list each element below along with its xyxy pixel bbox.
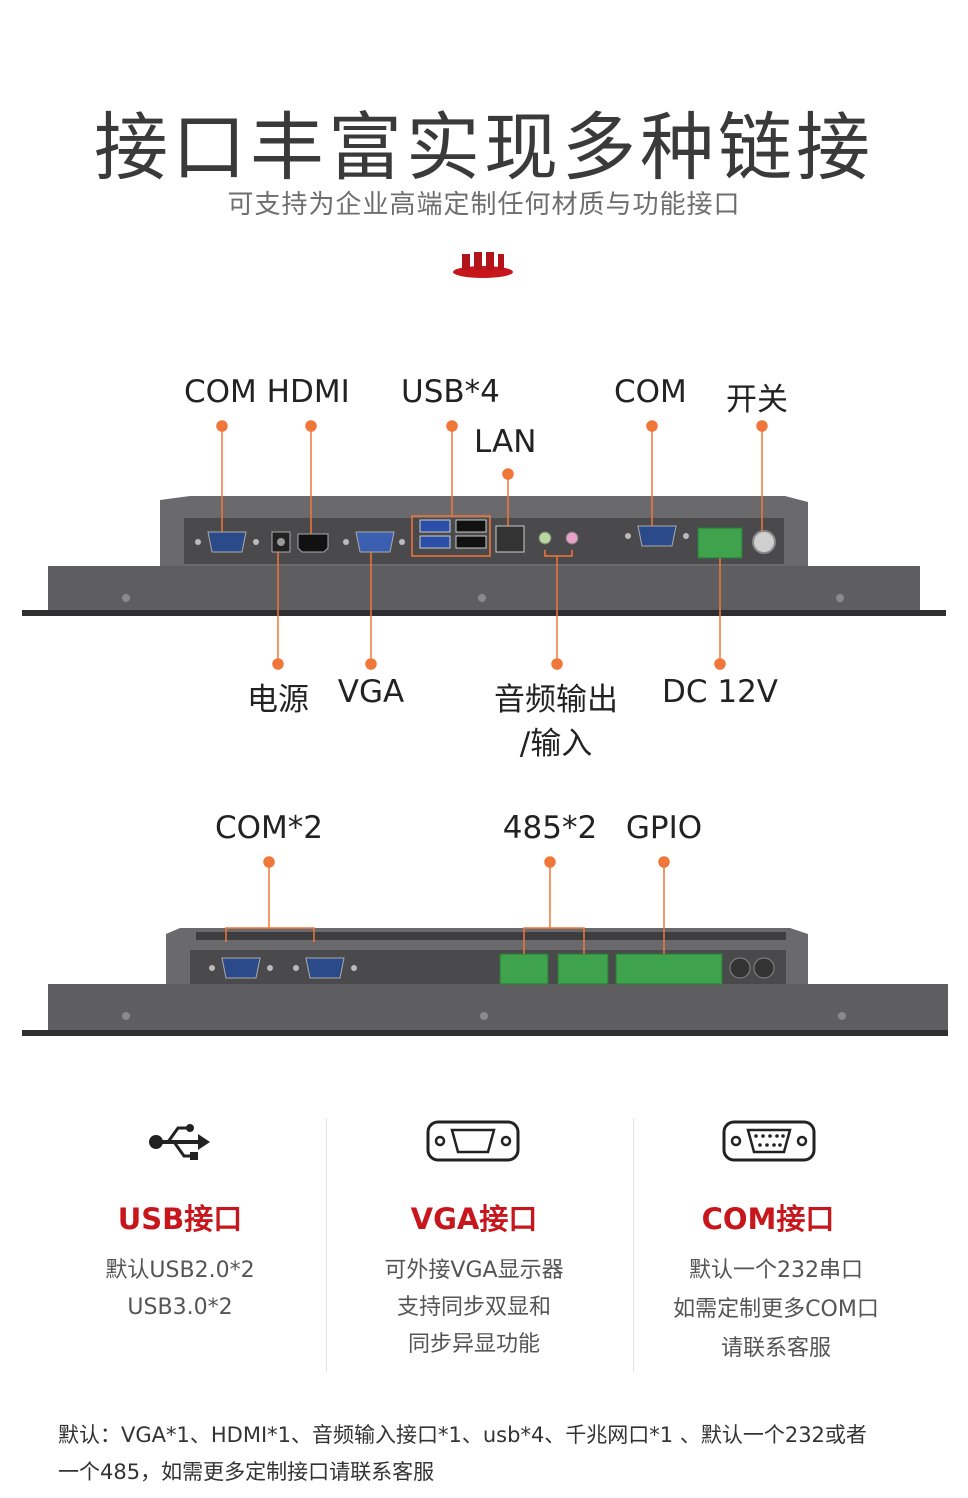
feature-divider [326, 1118, 327, 1372]
label-gpio: GPIO [625, 810, 703, 846]
feature-title-com: COM接口 [701, 1202, 835, 1236]
label-rs485: 485*2 [502, 810, 598, 846]
screw-icon [122, 1012, 130, 1020]
label-dc12v: DC 12V [661, 674, 779, 710]
usb-ports [419, 519, 487, 549]
com-port-left [195, 531, 259, 553]
label-com: COM [614, 374, 687, 410]
com-port-right [625, 525, 689, 547]
feature-title-vga: VGA接口 [410, 1202, 538, 1236]
footer-note: 默认：VGA*1、HDMI*1、音频输入接口*1、usb*4、千兆网口*1 、默… [58, 1417, 928, 1491]
footer-line-2: 一个485，如需更多定制接口请联系客服 [58, 1460, 435, 1484]
page-subtitle: 可支持为企业高端定制任何材质与功能接口 [227, 190, 741, 220]
feature-divider [633, 1118, 634, 1372]
io-panel-rear-diagram [22, 420, 946, 670]
brand-mark-icon [453, 252, 513, 278]
panel-lower-frame [48, 984, 948, 1030]
panel-base-edge [22, 610, 946, 616]
power-jack [271, 531, 291, 553]
label-lan: LAN [474, 424, 537, 460]
usb-icon [149, 1124, 210, 1160]
label-com-hdmi: COM HDMI [184, 374, 350, 410]
label-audio-line2: /输入 [519, 726, 593, 762]
feature-desc-vga-line3: 同步异显功能 [407, 1332, 541, 1357]
feature-desc-usb-line2: USB3.0*2 [127, 1295, 233, 1320]
label-power: 电源 [247, 682, 309, 718]
feature-desc-vga-line1: 可外接VGA显示器 [384, 1258, 564, 1283]
feature-desc-com-line2: 如需定制更多COM口 [673, 1297, 879, 1322]
label-switch: 开关 [726, 382, 788, 418]
com-port-icon [722, 1120, 816, 1162]
page-title: 接口丰富实现多种链接 [94, 105, 874, 191]
vga-port [343, 531, 405, 553]
audio-out-jack [538, 531, 552, 545]
com-port-2 [293, 957, 357, 979]
label-vga: VGA [337, 674, 405, 710]
screw-icon [478, 594, 486, 602]
gpio-terminal [615, 953, 723, 985]
com-port-1 [209, 957, 273, 979]
rs485-terminal-2 [557, 953, 609, 985]
screw-icon [122, 594, 130, 602]
feature-desc-vga-line2: 支持同步双显和 [396, 1295, 552, 1320]
label-usb: USB*4 [401, 374, 500, 410]
screw-icon [836, 594, 844, 602]
label-audio-line1: 音频输出 [494, 682, 618, 718]
heatsink-fins [196, 932, 786, 940]
antenna-connector [753, 957, 775, 979]
vga-port-icon [426, 1120, 520, 1162]
feature-desc-com-line1: 默认一个232串口 [689, 1258, 863, 1283]
footer-line-1: 默认：VGA*1、HDMI*1、音频输入接口*1、usb*4、千兆网口*1 、默… [58, 1423, 867, 1447]
rs485-terminal-1 [499, 953, 549, 985]
feature-desc-usb-line1: 默认USB2.0*2 [105, 1258, 255, 1283]
screw-icon [480, 1012, 488, 1020]
lan-port [495, 525, 525, 553]
panel-lower-frame [48, 566, 920, 610]
screw-icon [838, 1012, 846, 1020]
feature-title-usb: USB接口 [117, 1202, 243, 1236]
feature-desc-com-line3: 请联系客服 [720, 1336, 832, 1361]
audio-in-jack [565, 531, 579, 545]
panel-base-edge [22, 1030, 948, 1036]
usb-group-highlight [411, 515, 491, 557]
label-com2: COM*2 [214, 810, 324, 846]
dc12v-terminal [697, 527, 743, 559]
hdmi-port [297, 533, 329, 553]
antenna-connector [729, 957, 751, 979]
power-switch [752, 530, 776, 554]
io-panel-side-diagram [22, 856, 948, 1036]
